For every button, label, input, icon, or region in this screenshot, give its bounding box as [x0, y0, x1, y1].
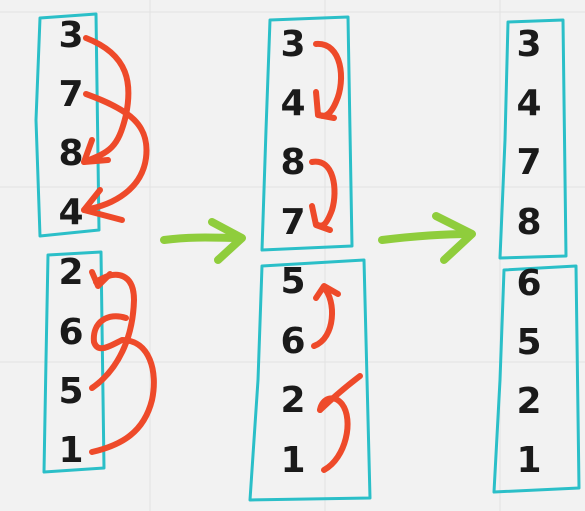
- number-cell: 1: [516, 440, 542, 481]
- step-arrow: [208, 218, 246, 264]
- group-box: [498, 18, 568, 260]
- number-cell: 1: [280, 440, 306, 481]
- number-cell: 3: [280, 24, 306, 65]
- number-cell: 8: [516, 202, 542, 243]
- number-cell: 8: [58, 133, 84, 174]
- swap-arrow: [81, 187, 125, 223]
- number-cell: 5: [58, 371, 84, 412]
- swap-arrow: [89, 313, 157, 455]
- number-cell: 1: [58, 430, 84, 471]
- number-cell: 4: [516, 83, 542, 124]
- group-box: [492, 264, 581, 494]
- number-cell: 6: [58, 312, 84, 353]
- number-cell: 6: [516, 263, 542, 304]
- number-cell: 2: [280, 380, 306, 421]
- number-cell: 2: [516, 381, 542, 422]
- swap-arrow: [81, 137, 111, 165]
- group-box: [42, 250, 106, 474]
- group-box: [34, 12, 101, 238]
- number-cell: 2: [58, 252, 84, 293]
- swap-arrow: [89, 269, 113, 289]
- number-cell: 4: [280, 83, 306, 124]
- swap-arrow: [317, 373, 363, 413]
- swap-arrow: [311, 285, 336, 349]
- number-cell: 7: [58, 74, 84, 115]
- group-box: [260, 15, 354, 252]
- number-cell: 3: [516, 24, 542, 65]
- number-cell: 6: [280, 321, 306, 362]
- number-cell: 5: [516, 322, 542, 363]
- number-cell: 7: [516, 142, 542, 183]
- number-cell: 5: [280, 261, 306, 302]
- number-cell: 3: [58, 15, 84, 56]
- group-box: [248, 258, 372, 502]
- number-cell: 8: [280, 142, 306, 183]
- step-arrow: [160, 233, 244, 244]
- step-arrow: [432, 212, 476, 264]
- number-cell: 7: [280, 202, 306, 243]
- swap-arrow: [317, 395, 351, 473]
- swap-arrow: [81, 91, 150, 213]
- swap-arrow: [313, 89, 337, 121]
- swap-arrow: [309, 203, 333, 233]
- swap-arrow: [89, 271, 137, 391]
- number-cell: 4: [58, 192, 84, 233]
- step-arrow: [378, 230, 474, 244]
- swap-arrow: [313, 283, 341, 301]
